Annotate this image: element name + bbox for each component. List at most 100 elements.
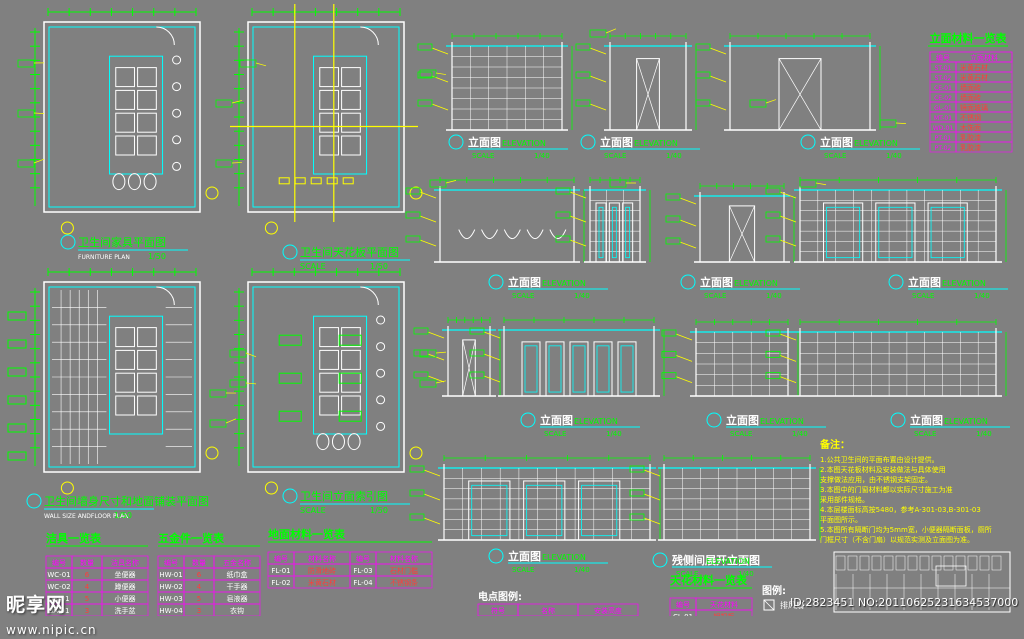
door-panel: [612, 207, 616, 257]
leader-tag: [414, 350, 428, 356]
leader-line: [644, 470, 660, 476]
watermark-logo: 昵享网 www.nipic.cn: [6, 590, 156, 614]
leader-line: [424, 518, 440, 524]
elevation-8: [414, 317, 500, 396]
table-code: GL-01: [934, 105, 952, 112]
urinal: [459, 230, 475, 239]
fixture: [377, 343, 385, 351]
leader-tag: [406, 188, 420, 194]
material-tag: [8, 452, 26, 460]
toilet: [348, 434, 360, 450]
axis-bubble: [206, 447, 218, 459]
elevation-ratio: 1/40: [886, 152, 902, 160]
index-tag: [279, 373, 301, 383]
elevation-en: ELEVATION: [542, 553, 586, 562]
light-fixture: [295, 178, 305, 184]
leader-line: [424, 494, 440, 500]
table-material: 不锈钢: [960, 113, 981, 122]
cubicle: [116, 90, 135, 109]
note-line: 1.公共卫生间的平面布置由设计提供。: [820, 455, 939, 464]
cubicle: [320, 328, 339, 347]
elevation-title: 立面图: [726, 413, 759, 427]
bottom-table-4: 天花材料一览表编号天花材料CL-01铝扣板CL-02防水石膏板: [670, 573, 752, 616]
cubicle: [320, 90, 339, 109]
table-header: 符号: [491, 606, 505, 615]
plan-room: [314, 56, 367, 174]
leader-tag: [556, 188, 570, 194]
electric-legend: 电点图例:符号名称安装高度: [478, 590, 638, 616]
door-panel: [827, 207, 860, 257]
leader-tag: [418, 100, 432, 106]
elevation-ratio: 1/40: [792, 430, 808, 438]
leader-tag: [696, 44, 710, 50]
cubicle: [342, 396, 361, 415]
table-material: 米黄石材: [960, 63, 988, 72]
key-plan-bay: [920, 556, 929, 570]
cubicle: [320, 68, 339, 87]
axis-bubble: [265, 482, 277, 494]
title-bubble: [653, 553, 667, 567]
cubicle: [320, 373, 339, 392]
leader-line: [484, 354, 500, 360]
elevation-12: [410, 455, 660, 540]
plan-subtitle: FURNITURE PLAN: [78, 254, 130, 261]
table-header: 编号: [274, 554, 288, 563]
title-bubble: [581, 135, 595, 149]
plan-room: [314, 316, 367, 434]
fixture: [173, 136, 181, 144]
elevation-title: 立面图: [600, 135, 633, 149]
material-tag: [8, 368, 26, 376]
table-value: 石材门槛: [390, 566, 418, 575]
table-value: 衣钩: [230, 606, 244, 615]
cubicle: [320, 350, 339, 369]
leader-tag: [556, 212, 570, 218]
elevation-ratio: 1/40: [974, 292, 990, 300]
elevation-en: ELEVATION: [734, 279, 778, 288]
title-bubble: [801, 135, 815, 149]
elevation-scale: SCALE: [730, 430, 752, 438]
key-plan-bay: [992, 556, 1001, 570]
leader-tag: [666, 216, 680, 222]
notes: 备注：1.公共卫生间的平面布置由设计提供。2.本图天花板材料及安装做法与具体使用…: [819, 438, 992, 544]
plan-scale: SCALE: [300, 506, 326, 515]
leader-tag: [406, 236, 420, 242]
leader-tag: [576, 100, 590, 106]
elevation-ratio: 1/40: [606, 430, 622, 438]
callout-tag: [230, 350, 246, 357]
plan-drawing-3: [8, 268, 218, 494]
table-code: PT-02: [935, 145, 952, 152]
door: [524, 481, 565, 540]
elevation-title: 立面图: [820, 135, 853, 149]
leader-tag: [470, 372, 484, 378]
material-tag: [8, 424, 26, 432]
callout-tag: [216, 100, 232, 107]
leader-tag: [576, 72, 590, 78]
table-header: 编号: [356, 554, 370, 563]
elevation-scale: SCALE: [704, 292, 726, 300]
key-plan-bay: [908, 556, 917, 570]
plan-drawing-2: [230, 4, 422, 234]
material-table-title: 立面材料一览表: [930, 31, 1008, 45]
door-panel: [582, 485, 617, 535]
key-plan-bay: [956, 556, 965, 570]
title-bubble: [283, 245, 297, 259]
callout-leader: [896, 123, 906, 124]
plan-room: [110, 316, 163, 434]
leader-line: [590, 48, 606, 54]
cubicle: [138, 136, 157, 155]
leader-tag: [630, 514, 644, 520]
light-fixture: [327, 178, 337, 184]
note-line: 采用部件规格。: [820, 495, 869, 504]
callout-leader: [436, 352, 446, 353]
leader-tag: [766, 351, 780, 357]
plan-title: 卫生间立面索引图: [300, 489, 388, 503]
table-value: FL-04: [353, 579, 373, 587]
door-panel: [573, 346, 585, 392]
table-code: CE-01: [934, 85, 952, 92]
callout-tag: [18, 60, 34, 67]
cubicle: [138, 350, 157, 369]
callout-tag: [880, 120, 896, 127]
